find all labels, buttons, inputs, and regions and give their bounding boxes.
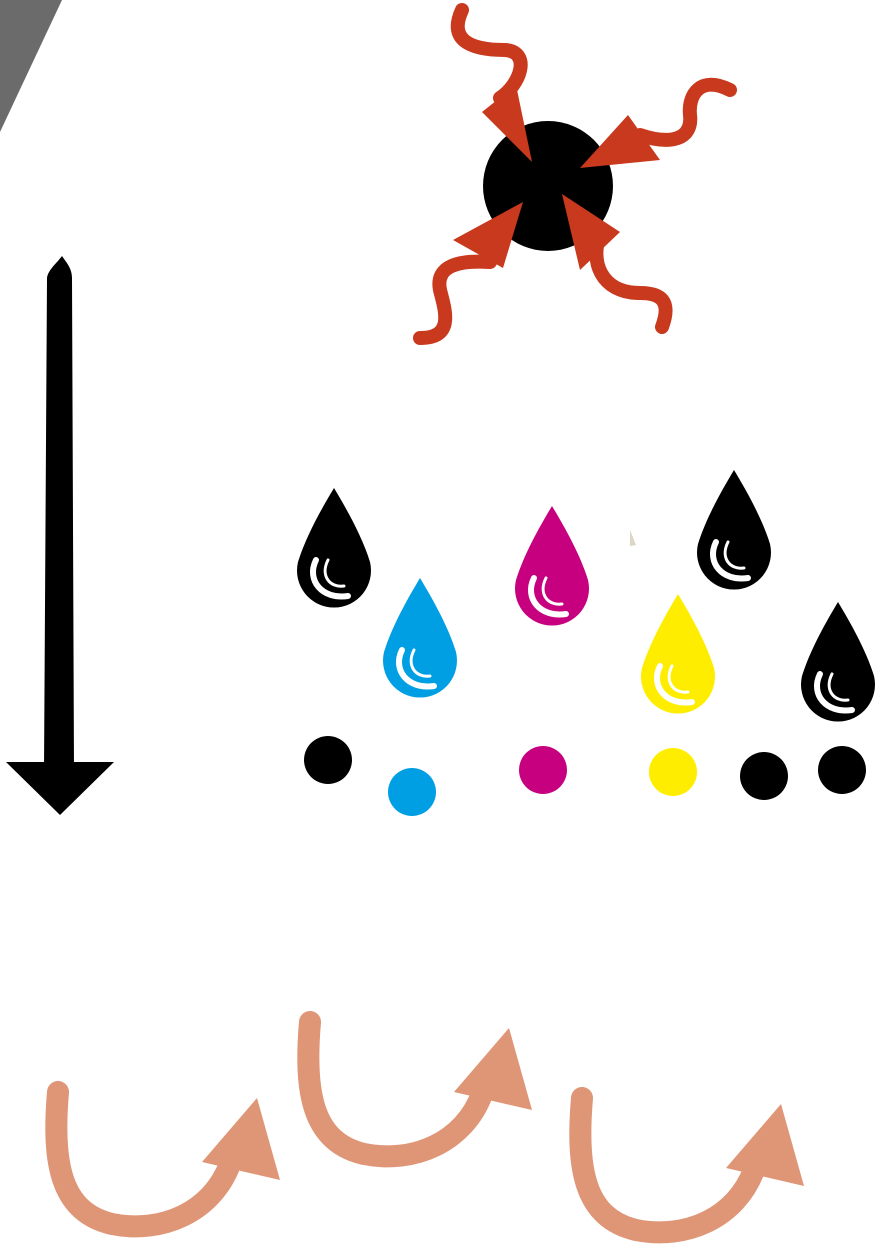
ink-drop-icon [515,506,589,626]
curved-arrow-icon [580,1098,804,1232]
black-dot-with-inward-wavy-arrows-icon [420,10,730,338]
ink-drop-icon [641,594,715,714]
ink-dots [304,736,866,816]
down-arrow-icon [6,256,114,815]
ink-dot-icon [304,736,352,784]
ink-drop-icon [383,578,457,698]
ink-dot-icon [740,752,788,800]
ink-dot-icon [649,748,697,796]
curved-arrow-icon [308,1022,532,1156]
ink-drop-icon [297,488,371,608]
paper-chip [630,530,636,546]
corner-triangle-icon [0,0,62,132]
curved-arrow-icon [56,1092,280,1226]
ink-dot-icon [519,746,567,794]
ink-drop-icon [697,470,771,590]
ink-drops [297,470,875,722]
curved-arrows [56,1022,804,1232]
ink-drop-icon [801,602,875,722]
ink-dot-icon [388,768,436,816]
ink-dot-icon [818,746,866,794]
